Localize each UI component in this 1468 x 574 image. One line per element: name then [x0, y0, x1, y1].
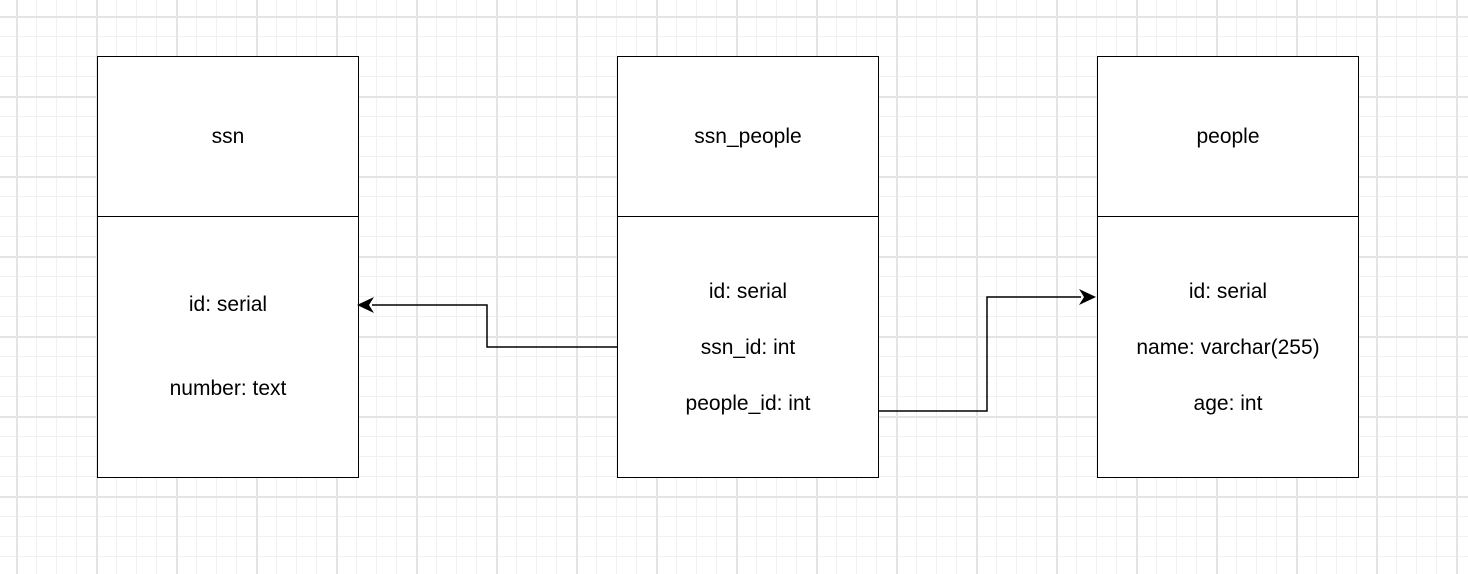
field-people-name: name: varchar(255) [1136, 336, 1320, 359]
field-people-id: id: serial [1188, 280, 1268, 303]
field-ssn-people-id: id: serial [708, 280, 788, 303]
table-people[interactable]: people id: serial name: varchar(255) age… [1097, 56, 1359, 478]
relation-ssn-id-connector[interactable] [372, 304, 617, 348]
field-people-age: age: int [1193, 392, 1263, 415]
relation-people-id-connector[interactable] [879, 296, 1081, 412]
table-ssn-people-title: ssn_people [618, 57, 878, 217]
table-people-title: people [1098, 57, 1358, 217]
table-ssn-title: ssn [98, 57, 358, 217]
arrowhead-to-ssn-icon [357, 297, 374, 313]
field-ssn-people-ssn-id: ssn_id: int [700, 336, 796, 359]
arrowhead-to-people-icon [1079, 289, 1096, 305]
table-ssn-people[interactable]: ssn_people id: serial ssn_id: int people… [617, 56, 879, 478]
table-ssn[interactable]: ssn id: serial number: text [97, 56, 359, 478]
field-ssn-number: number: text [169, 377, 287, 400]
field-ssn-id: id: serial [188, 293, 268, 316]
field-ssn-people-people-id: people_id: int [685, 392, 811, 415]
